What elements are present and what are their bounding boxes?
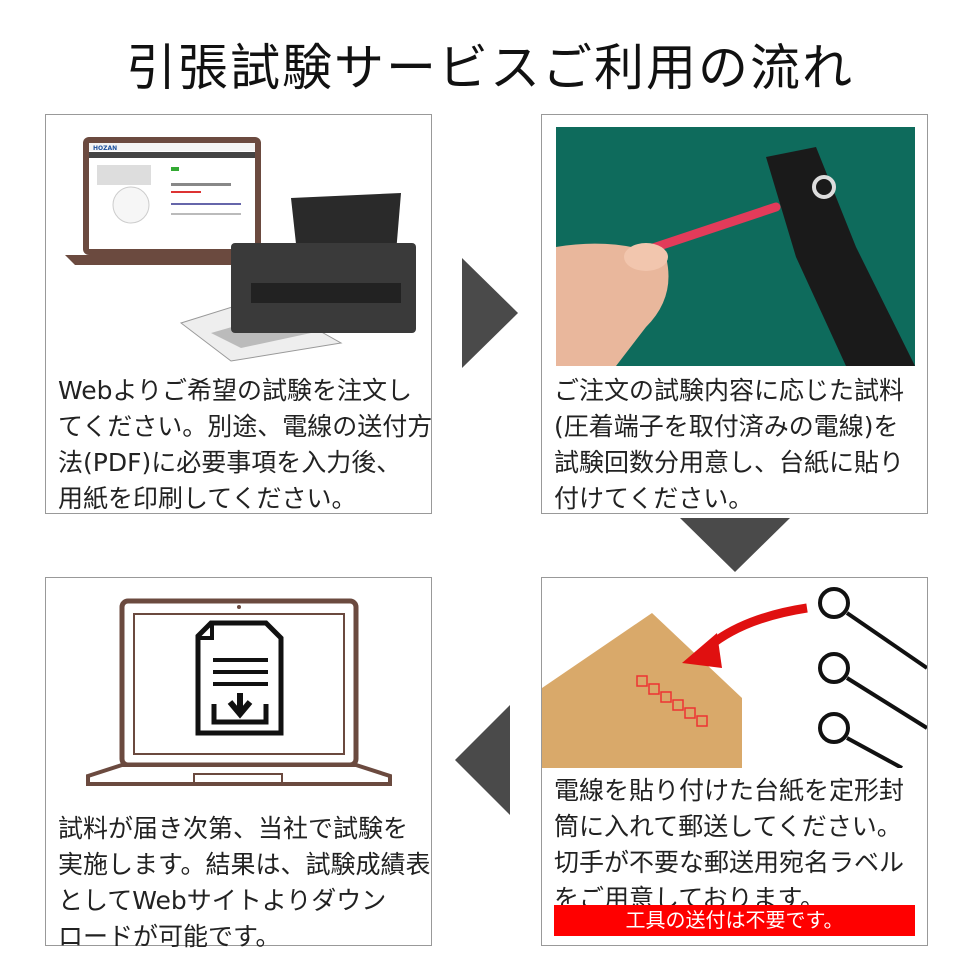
text-line: 法(PDF)に必要事項を入力後、 bbox=[58, 448, 402, 477]
step-1-panel: HOZAN Webよりご希望の試験を注文し てください。別途、電線の送付方 法(… bbox=[45, 114, 432, 514]
text-line: としてWebサイトよりダウン bbox=[58, 886, 387, 915]
text-line: Webよりご希望の試験を注文し bbox=[58, 376, 413, 405]
text-line: (圧着端子を取付済みの電線)を bbox=[554, 412, 899, 441]
tool-not-required-note: 工具の送付は不要です。 bbox=[554, 905, 915, 936]
text-line: ロードが可能です。 bbox=[58, 922, 281, 951]
text-line: 切手が不要な郵送用宛名ラベル bbox=[554, 848, 905, 877]
step-2-panel: ご注文の試験内容に応じた試料 (圧着端子を取付済みの電線)を 試験回数分用意し、… bbox=[541, 114, 928, 514]
text-line: 電線を貼り付けた台紙を定形封 bbox=[554, 776, 905, 805]
laptop-download-illustration bbox=[86, 598, 392, 786]
text-line: 試料が届き次第、当社で試験を bbox=[58, 814, 409, 843]
text-line: 筒に入れて郵送してください。 bbox=[554, 812, 902, 841]
arrow-left-icon bbox=[455, 705, 510, 815]
arrow-right-icon bbox=[462, 258, 518, 368]
text-line: 実施します。結果は、試験成績表 bbox=[58, 850, 431, 879]
text-line: 用紙を印刷してください。 bbox=[58, 484, 357, 513]
page-title: 引張試験サービスご利用の流れ bbox=[126, 39, 854, 97]
text-line: 付けてください。 bbox=[554, 484, 754, 513]
text-line: 試験回数分用意し、台紙に貼り bbox=[554, 448, 905, 477]
step-4-panel: 試料が届き次第、当社で試験を 実施します。結果は、試験成績表 としてWebサイト… bbox=[45, 577, 432, 951]
text-line: ご注文の試験内容に応じた試料 bbox=[554, 376, 905, 405]
arrow-down-icon bbox=[680, 518, 790, 572]
envelope-wires-illustration bbox=[542, 587, 927, 768]
laptop-printer-illustration: HOZAN bbox=[65, 137, 416, 362]
step-3-text: 電線を貼り付けた台紙を定形封 筒に入れて郵送してください。 切手が不要な郵送用宛… bbox=[554, 773, 904, 917]
crimping-photo bbox=[556, 127, 915, 366]
text-line: てください。別途、電線の送付方 bbox=[58, 412, 433, 441]
step-3-panel: 電線を貼り付けた台紙を定形封 筒に入れて郵送してください。 切手が不要な郵送用宛… bbox=[541, 577, 928, 946]
svg-text:HOZAN: HOZAN bbox=[93, 145, 117, 152]
step-1-text: Webよりご希望の試験を注文し てください。別途、電線の送付方 法(PDF)に必… bbox=[58, 373, 432, 517]
step-4-text: 試料が届き次第、当社で試験を 実施します。結果は、試験成績表 としてWebサイト… bbox=[58, 811, 431, 955]
step-2-text: ご注文の試験内容に応じた試料 (圧着端子を取付済みの電線)を 試験回数分用意し、… bbox=[554, 373, 904, 517]
